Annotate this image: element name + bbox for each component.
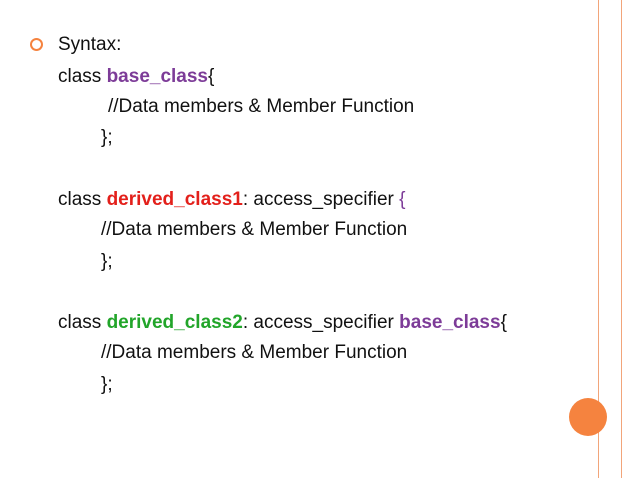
derived-class1-declaration: class derived_class1: access_specifier { [58,188,406,212]
derived-class1-name: derived_class1 [106,189,243,210]
derived-class2-name: derived_class2 [106,312,243,333]
derived-class1-close: }; [101,251,113,272]
derived-class2-comment: //Data members & Member Function [101,342,408,363]
open-brace: { [399,189,406,210]
derived-class2-close: }; [101,374,113,395]
open-brace: { [208,66,215,87]
hollow-circle-bullet-icon [30,38,43,51]
base-class-name: base_class [399,312,501,333]
derived-class1-comment: //Data members & Member Function [101,219,408,240]
access-specifier-text: : access_specifier [242,312,400,333]
base-class-close: }; [101,127,113,148]
class-keyword: class [58,66,107,87]
class-keyword: class [58,312,107,333]
syntax-heading: Syntax: [58,34,122,55]
orange-circle-icon [569,398,607,436]
class-keyword: class [58,189,107,210]
right-border-stripe [598,0,622,478]
derived-class2-declaration: class derived_class2: access_specifier b… [58,311,507,335]
base-class-declaration: class base_class{ [58,65,214,89]
open-brace: { [500,312,507,333]
access-specifier-text: : access_specifier [242,189,400,210]
base-class-name: base_class [106,66,208,87]
base-class-comment: //Data members & Member Function [108,96,415,117]
